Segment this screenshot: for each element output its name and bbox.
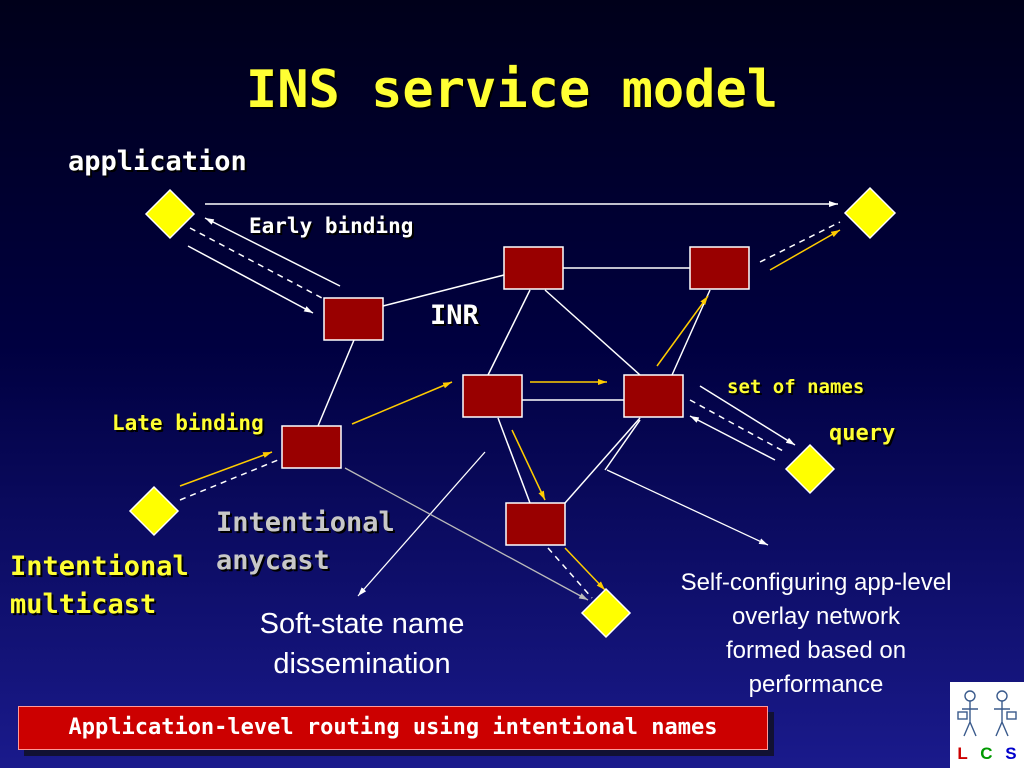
overlay-line-4: performance xyxy=(748,671,884,698)
app-node-query xyxy=(784,443,836,495)
set-of-names-arrow xyxy=(699,385,796,446)
set-of-names-label: set of names xyxy=(727,376,865,398)
early-binding-arrows xyxy=(187,201,838,314)
gold-arrow xyxy=(511,429,546,501)
overlay-link xyxy=(564,417,641,504)
set-of-names-arrows xyxy=(689,385,796,461)
annotation-arrows xyxy=(357,451,769,597)
query-path-arrows xyxy=(179,229,841,591)
overlay-link xyxy=(497,417,531,504)
anycast-pointer xyxy=(344,467,589,601)
overlay-link xyxy=(604,419,641,471)
soft-state-line-1: Soft-state name xyxy=(259,608,465,640)
gold-arrow xyxy=(769,229,841,271)
gold-arrow xyxy=(564,547,606,591)
overlay-link xyxy=(671,289,711,376)
inr-node xyxy=(323,297,384,341)
slide-title: INS service model xyxy=(245,60,779,120)
dashed-connector xyxy=(547,547,593,599)
logo-letter-c: C xyxy=(980,744,993,763)
overlay-link xyxy=(382,274,505,307)
intentional-anycast-line-1: Intentional xyxy=(216,507,395,538)
lcs-logo-figures xyxy=(957,690,1017,737)
summary-banner-text: Application-level routing using intentio… xyxy=(68,715,718,740)
overlay-line-3: formed based on xyxy=(725,637,907,664)
overlay-link xyxy=(317,339,355,427)
overlay-pointer xyxy=(606,469,769,546)
soft-state-pointer xyxy=(357,451,486,597)
application-label: application xyxy=(68,146,247,177)
overlay-link xyxy=(544,289,641,376)
logo-letter-l: L xyxy=(957,744,968,763)
gold-arrow xyxy=(351,381,453,425)
overlay-line-2: overlay network xyxy=(731,603,901,630)
gold-arrow xyxy=(179,451,273,487)
dashed-connectors xyxy=(179,221,841,599)
intentional-anycast-line-2: anycast xyxy=(216,545,330,576)
inr-node xyxy=(689,246,750,290)
inr-node xyxy=(281,425,342,469)
overlay-network-annotation: Self-configuring app-level overlay netwo… xyxy=(636,566,996,702)
inr-label: INR xyxy=(430,300,479,331)
early-binding-return-arrow xyxy=(204,217,341,287)
app-node-source xyxy=(144,188,196,240)
lcs-logo-letters: L C S xyxy=(950,744,1024,764)
intentional-multicast-line-2: multicast xyxy=(10,589,157,620)
logo-letter-s: S xyxy=(1005,744,1017,763)
app-node-multicast xyxy=(128,485,180,537)
dashed-connector xyxy=(179,459,279,501)
early-binding-dashed xyxy=(189,227,323,299)
lcs-logo: L C S xyxy=(950,682,1024,768)
summary-banner: Application-level routing using intentio… xyxy=(18,706,768,750)
app-node-anycast xyxy=(580,587,632,639)
inr-node xyxy=(503,246,564,290)
inr-nodes xyxy=(281,246,750,546)
query-return-arrow xyxy=(689,415,776,461)
inr-node xyxy=(505,502,566,546)
intentional-anycast-label: Intentional anycast xyxy=(216,504,395,580)
application-nodes xyxy=(128,186,897,639)
inr-node xyxy=(623,374,684,418)
early-binding-query-arrow xyxy=(187,245,314,314)
early-binding-label: Early binding xyxy=(249,214,414,238)
intentional-multicast-label: Intentional multicast xyxy=(10,548,189,624)
dashed-connector xyxy=(759,221,841,263)
intentional-multicast-line-1: Intentional xyxy=(10,551,189,582)
soft-state-annotation: Soft-state name dissemination xyxy=(222,604,502,684)
overlay-link xyxy=(487,289,531,376)
inr-node xyxy=(462,374,523,418)
soft-state-line-2: dissemination xyxy=(273,648,451,680)
query-label: query xyxy=(829,421,896,446)
overlay-line-1: Self-configuring app-level xyxy=(680,569,952,596)
dashed-connector xyxy=(689,399,786,453)
app-node-destination xyxy=(843,186,897,240)
gold-arrow xyxy=(656,295,709,367)
late-binding-label: Late binding xyxy=(112,411,264,435)
